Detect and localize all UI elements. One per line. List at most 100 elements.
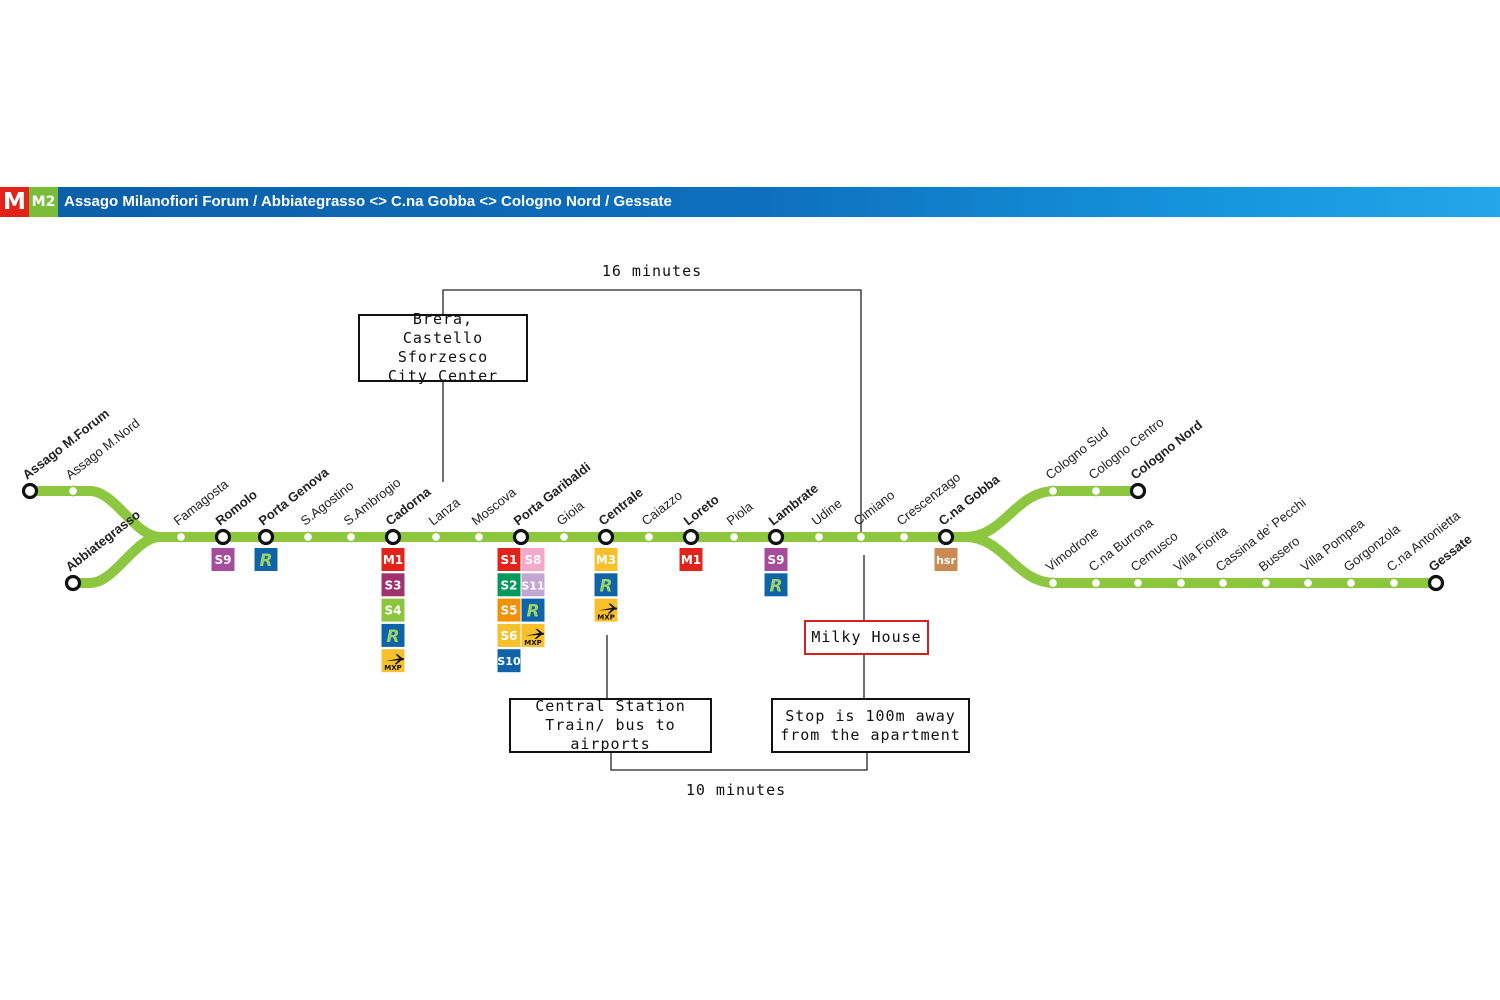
station-marker-crescenzago: [898, 531, 910, 543]
station-marker-cologno-nord: [1129, 482, 1147, 500]
track-branch-assago: [25, 486, 165, 542]
station-label-abbiategrasso: Abbiategrasso: [63, 507, 143, 574]
badge-s8-stations-main-8-badges2-0: S8: [521, 548, 545, 571]
badge-label: R: [599, 576, 612, 596]
station-marker-romolo: [214, 528, 232, 546]
badge-label: S4: [385, 604, 402, 618]
badge-background: [497, 649, 521, 673]
station-marker-s-agostino: [302, 531, 314, 543]
badge-r-stations-main-5-badges-3: R: [381, 623, 405, 647]
station-label-c-na-antonietta: C.na Antonietta: [1384, 507, 1464, 574]
badge-label: S1: [501, 553, 518, 567]
bottom-travel-time: 10 minutes: [685, 781, 787, 799]
station-marker-porta-genova: [257, 528, 275, 546]
badge-m1-stations-main-5-badges-0: M1: [381, 548, 405, 571]
station-marker-cadorna: [384, 528, 402, 546]
badge-label: S5: [501, 604, 518, 618]
badge-s11-stations-main-8-badges2-1: S11: [521, 573, 545, 597]
badge-r-stations-main-2-badges-0: R: [254, 548, 278, 571]
track-branch-cologno: [960, 486, 1143, 542]
station-label-centrale: Centrale: [596, 485, 646, 529]
station-label-cologno-nord: Cologno Nord: [1128, 417, 1206, 482]
badge-label: S3: [385, 578, 402, 592]
central-station-callout-box: Central Station Train/ bus to airports: [509, 697, 712, 753]
station-label-loreto: Loreto: [681, 492, 722, 529]
station-marker-abbiategrasso: [64, 574, 82, 592]
badge-background: [381, 573, 405, 597]
badge-background: [594, 548, 618, 571]
station-label-gioia: Gioia: [554, 497, 588, 528]
metro-logo: M: [0, 187, 29, 217]
station-marker-cernusco: [1132, 577, 1144, 589]
airplane-icon: [525, 628, 545, 639]
badge-label: M1: [681, 553, 701, 567]
stop-distance-callout-box: Stop is 100m away from the apartment: [771, 698, 970, 753]
badge-s3-stations-main-5-badges-1: S3: [381, 573, 405, 597]
line-header-bar: M M2 Assago Milanofiori Forum / Abbiateg…: [0, 187, 1500, 217]
badge-mxp-stations-main-8-badges2-3: MXP: [521, 623, 545, 647]
badge-s5-stations-main-8-badges-2: S5: [497, 598, 521, 622]
badge-background: [381, 649, 405, 673]
badge-background: [381, 623, 405, 647]
station-marker-assago-m-nord: [67, 485, 79, 497]
badge-r-stations-main-8-badges2-2: R: [521, 598, 545, 622]
line-route-title: Assago Milanofiori Forum / Abbiategrasso…: [64, 193, 672, 210]
station-marker-piola: [728, 531, 740, 543]
badge-label: S6: [501, 629, 518, 643]
badge-background: [521, 598, 545, 622]
badge-label: M1: [383, 553, 403, 567]
station-marker-lanza: [430, 531, 442, 543]
station-label-lanza: Lanza: [426, 494, 464, 528]
airplane-icon: [598, 603, 618, 614]
badge-mxp-stations-main-5-badges-4: MXP: [381, 649, 405, 673]
badge-background: [764, 573, 788, 597]
badge-label: M3: [596, 553, 616, 567]
station-marker-gessate: [1427, 574, 1445, 592]
station-marker-bussero: [1260, 577, 1272, 589]
station-marker-cologno-sud: [1047, 485, 1059, 497]
badge-label: MXP: [524, 639, 542, 647]
badge-label: R: [386, 627, 399, 647]
badge-label: MXP: [597, 614, 615, 622]
station-marker-famagosta: [175, 531, 187, 543]
badge-label: S2: [501, 578, 518, 592]
badge-background: [521, 623, 545, 647]
station-marker-villa-pompea: [1302, 577, 1314, 589]
badge-mxp-stations-main-10-badges-2: MXP: [594, 598, 618, 622]
badge-background: [211, 548, 235, 571]
station-label-porta-genova: Porta Genova: [256, 464, 332, 528]
badge-label: S9: [768, 553, 785, 567]
badge-background: [764, 548, 788, 571]
badge-background: [934, 548, 958, 571]
badge-s2-stations-main-8-badges-1: S2: [497, 573, 521, 597]
badge-hsr-stations-main-18-badges-0: hsr: [934, 548, 958, 571]
badge-background: [497, 573, 521, 597]
station-label-piola: Piola: [724, 498, 757, 528]
badge-background: [497, 598, 521, 622]
station-marker-s-ambrogio: [345, 531, 357, 543]
station-marker-cassina-de-pecchi: [1217, 577, 1229, 589]
connector-10-minutes: [610, 753, 868, 771]
station-marker-c-na-burrona: [1090, 577, 1102, 589]
badge-label: S9: [215, 553, 232, 567]
badge-label: S10: [497, 655, 521, 668]
badge-r-stations-main-14-badges-1: R: [764, 573, 788, 597]
badge-m3-stations-main-10-badges-0: M3: [594, 548, 618, 571]
badge-label: S11: [521, 579, 544, 592]
badge-background: [679, 548, 703, 571]
badge-label: R: [259, 551, 272, 571]
badge-label: MXP: [384, 664, 402, 672]
top-travel-time: 16 minutes: [601, 262, 703, 280]
badge-background: [594, 573, 618, 597]
badge-background: [497, 548, 521, 571]
badge-background: [254, 548, 278, 571]
station-marker-villa-fiorita: [1175, 577, 1187, 589]
line-m2-badge: M2: [29, 187, 58, 217]
station-marker-cimiano: [855, 531, 867, 543]
station-label-assago-m-nord: Assago M.Nord: [63, 415, 143, 482]
badge-label: hsr: [936, 554, 956, 567]
badge-label: R: [769, 576, 782, 596]
connector-16-minutes: [442, 289, 862, 535]
station-marker-gioia: [558, 531, 570, 543]
